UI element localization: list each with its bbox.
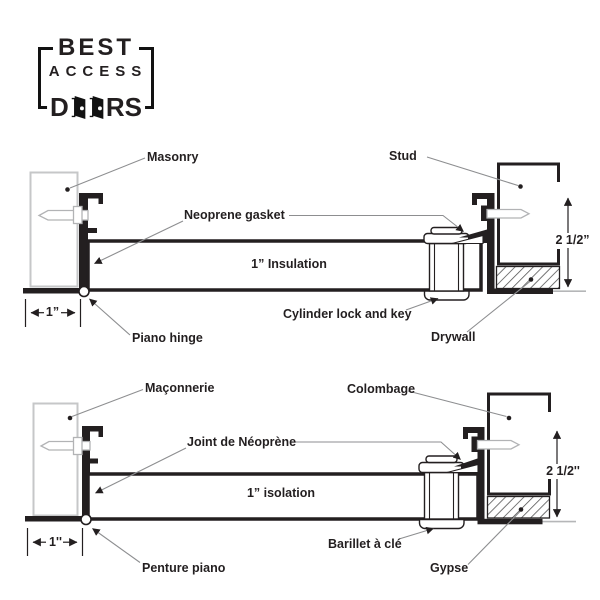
door-frame-left bbox=[82, 426, 103, 516]
label-dim-1in: 1” bbox=[45, 305, 60, 319]
label-piano-hinge: Piano hinge bbox=[132, 331, 203, 345]
logo-word-best: BEST bbox=[52, 36, 140, 60]
logo-word-access: ACCESS bbox=[48, 63, 148, 80]
dimension-1in bbox=[26, 528, 84, 556]
door-frame-left bbox=[79, 193, 103, 291]
logo-doors-rs: RS bbox=[105, 92, 142, 122]
stud-anchor bbox=[481, 205, 531, 221]
label-cylinder-lock-fr: Barillet à clé bbox=[328, 537, 402, 551]
wall-line-left bbox=[25, 516, 87, 522]
label-dim-1in-fr: 1'' bbox=[49, 535, 62, 549]
drywall-hatch bbox=[486, 495, 551, 519]
masonry-anchor bbox=[39, 436, 91, 456]
stud-anchor bbox=[471, 436, 521, 452]
label-masonry: Masonry bbox=[147, 150, 199, 164]
label-piano-hinge-fr: Penture piano bbox=[142, 561, 226, 575]
piano-hinge-pin bbox=[78, 285, 90, 298]
masonry-anchor bbox=[37, 205, 89, 225]
label-drywall: Drywall bbox=[431, 330, 476, 344]
leader-lines bbox=[67, 388, 524, 565]
diagram-english bbox=[23, 156, 586, 336]
label-insulation: 1” Insulation bbox=[251, 257, 327, 271]
dimension-1in bbox=[24, 299, 82, 327]
label-neoprene-gasket-fr: Joint de Néoprène bbox=[187, 435, 297, 449]
latch-lever bbox=[451, 234, 484, 245]
label-insulation-fr: 1” isolation bbox=[246, 486, 316, 500]
door-panel bbox=[86, 472, 480, 521]
label-masonry-fr: Maçonnerie bbox=[145, 381, 215, 395]
drywall-hatch bbox=[495, 265, 561, 290]
best-access-doors-logo: BEST ACCESS D RS bbox=[38, 36, 154, 120]
label-stud: Stud bbox=[389, 149, 417, 163]
label-dim-2-5in: 2 1/2” bbox=[546, 233, 599, 248]
neoprene-gasket-strip bbox=[454, 458, 478, 467]
label-neoprene-gasket: Neoprene gasket bbox=[184, 208, 285, 222]
logo-doors-d: D bbox=[50, 92, 69, 122]
diagram-french bbox=[25, 388, 576, 565]
label-stud-fr: Colombage bbox=[347, 382, 416, 396]
piano-hinge-pin bbox=[80, 513, 92, 526]
door-icon bbox=[89, 95, 104, 119]
cylinder-lock bbox=[418, 455, 485, 530]
wall-line-left bbox=[23, 288, 88, 294]
logo-box: BEST ACCESS D RS bbox=[38, 36, 154, 120]
leader-lines bbox=[65, 156, 534, 336]
cylinder-lock bbox=[423, 226, 494, 301]
door-panel bbox=[86, 239, 483, 292]
label-dim-2-5in-fr: 2 1/2'' bbox=[535, 464, 591, 479]
masonry-wall bbox=[32, 402, 79, 517]
door-icon bbox=[71, 95, 86, 119]
logo-word-doors: D RS bbox=[47, 94, 145, 120]
label-cylinder-lock: Cylinder lock and key bbox=[283, 307, 412, 321]
neoprene-gasket-strip bbox=[459, 229, 487, 238]
label-drywall-fr: Gypse bbox=[430, 561, 469, 575]
latch-lever bbox=[446, 463, 479, 474]
masonry-wall bbox=[29, 171, 79, 288]
